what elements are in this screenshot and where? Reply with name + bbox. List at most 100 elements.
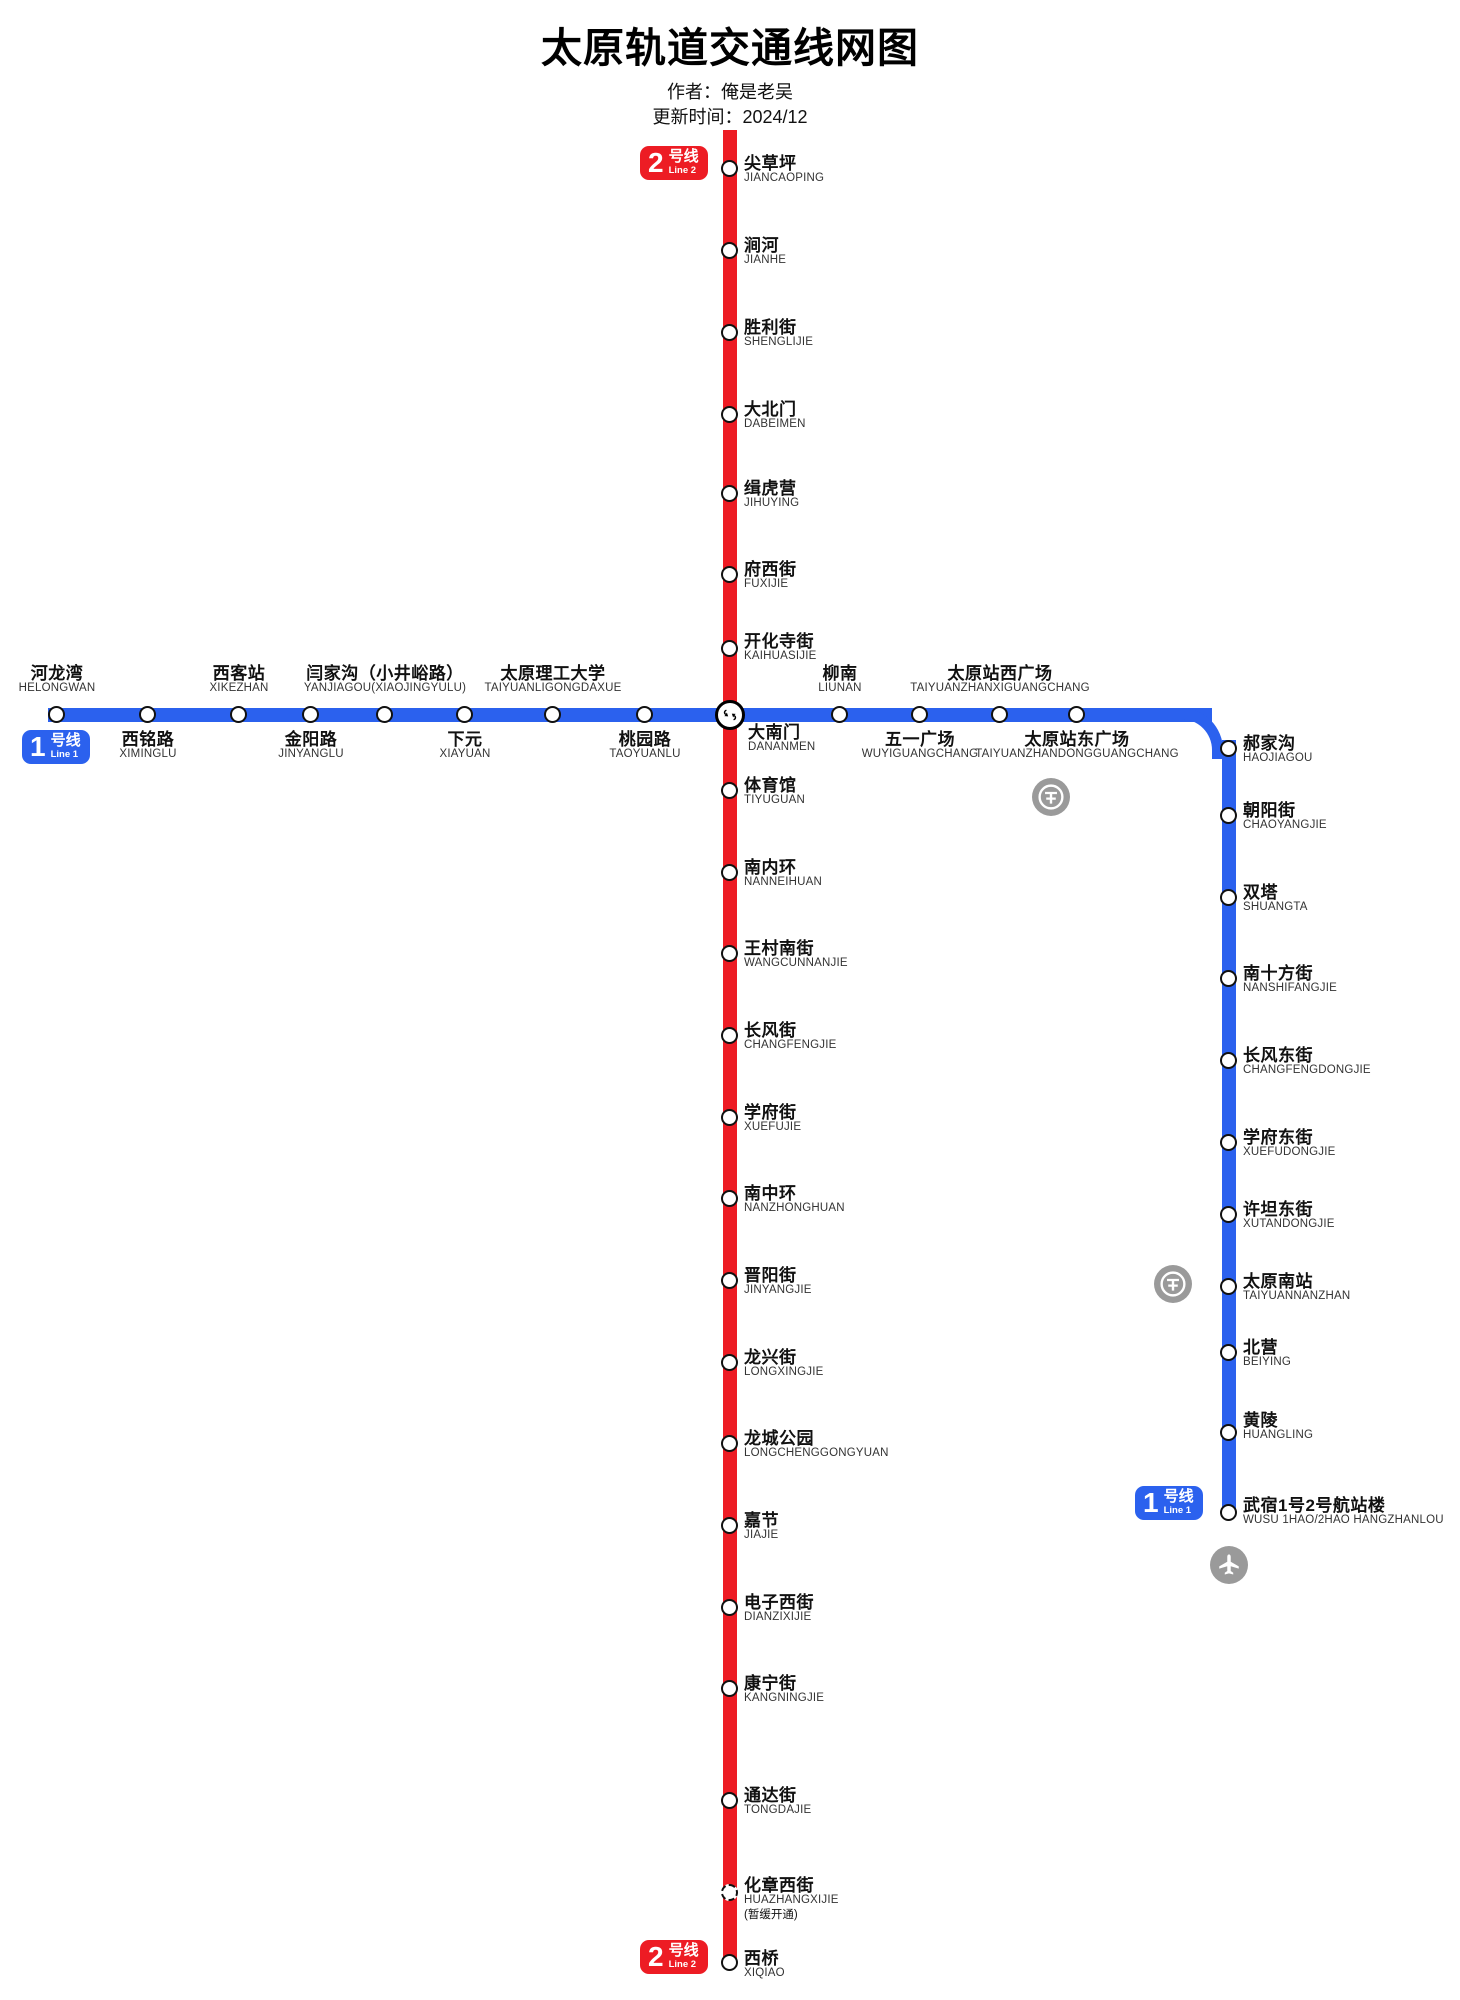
station-label-jinyanglu: 金阳路 JINYANGLU (278, 731, 344, 761)
station-name-cn: 体育馆 (744, 776, 797, 795)
station-name-cn: 朝阳街 (1243, 801, 1296, 820)
station-dot[interactable] (721, 1792, 738, 1809)
station-dot[interactable] (911, 706, 928, 723)
station-label-changfengdongjie: 长风东街 CHANGFENGDONGJIE (1243, 1047, 1371, 1077)
station-name-en: TAIYUANLIGONGDAXUE (484, 682, 622, 694)
station-label-jinyangjie: 晋阳街 JINYANGJIE (744, 1267, 812, 1297)
station-dot[interactable] (456, 706, 473, 723)
line2-badge-number-south: 2 (648, 1940, 664, 1972)
station-name-en: WUYIGUANGCHANG (861, 748, 979, 760)
line2-badge-cn-south: 号线 (668, 1942, 699, 1959)
station-dot[interactable] (721, 1954, 738, 1971)
station-dot[interactable] (721, 160, 738, 177)
station-dot[interactable] (721, 1599, 738, 1616)
station-name-cn: 金阳路 (284, 730, 338, 749)
station-name-en: XIAYUAN (439, 748, 491, 760)
station-dot[interactable] (1220, 807, 1237, 824)
station-label-helongwan: 河龙湾 HELONGWAN (19, 665, 96, 695)
station-dot[interactable] (721, 640, 738, 657)
station-label-wusu-terminal: 武宿1号2号航站楼 WUSU 1HAO/2HAO HANGZHANLOU (1243, 1497, 1444, 1527)
station-dot[interactable] (721, 242, 738, 259)
station-dot[interactable] (721, 1435, 738, 1452)
station-name-en: JIHUYING (744, 497, 800, 509)
station-dot[interactable] (721, 1190, 738, 1207)
station-dot[interactable] (376, 706, 393, 723)
station-name-en: XIQIAO (744, 1967, 785, 1979)
line1-badge-cn: 号线 (50, 732, 81, 749)
station-dot[interactable] (1220, 1504, 1237, 1521)
station-label-dabeimen: 大北门 DABEIMEN (744, 401, 806, 431)
station-name-en: NANZHONGHUAN (744, 1202, 845, 1214)
station-label-xiayuan: 下元 XIAYUAN (439, 731, 490, 761)
line1-badge-number: 1 (30, 730, 46, 762)
station-dot[interactable] (721, 1680, 738, 1697)
station-dot[interactable] (1220, 889, 1237, 906)
station-label-taiyuanzhandongguangchang: 太原站东广场 TAIYUANZHANDONGGUANGCHANG (975, 731, 1179, 761)
station-name-en: NANSHIFANGJIE (1243, 982, 1337, 994)
station-dot[interactable] (1220, 1424, 1237, 1441)
station-dot[interactable] (721, 1517, 738, 1534)
station-dot[interactable] (831, 706, 848, 723)
station-name-cn: 郝家沟 (1243, 734, 1296, 753)
station-name-en: SHUANGTA (1243, 901, 1308, 913)
station-label-huangling: 黄陵 HUANGLING (1243, 1412, 1313, 1442)
station-name-en: XUEFUJIE (744, 1121, 802, 1133)
station-dot[interactable] (1220, 1278, 1237, 1295)
station-dot[interactable] (1220, 740, 1237, 757)
station-dot[interactable] (230, 706, 247, 723)
station-name-en: LONGXINGJIE (744, 1366, 824, 1378)
station-name-cn: 武宿1号2号航站楼 (1243, 1496, 1386, 1515)
station-name-cn: 开化寺街 (744, 632, 814, 651)
station-dot[interactable] (721, 566, 738, 583)
station-dot[interactable] (544, 706, 561, 723)
station-dot[interactable] (636, 706, 653, 723)
station-dot[interactable] (1220, 1052, 1237, 1069)
station-dot[interactable] (1068, 706, 1085, 723)
station-dot[interactable] (721, 945, 738, 962)
station-dot[interactable] (1220, 970, 1237, 987)
station-dot[interactable] (1220, 1206, 1237, 1223)
station-label-wangcunnanjie: 王村南街 WANGCUNNANJIE (744, 940, 848, 970)
station-label-nanshifangjie: 南十方街 NANSHIFANGJIE (1243, 965, 1337, 995)
station-name-en: JINYANGJIE (744, 1284, 812, 1296)
station-name-cn: 胜利街 (744, 318, 797, 337)
line2-badge-number: 2 (648, 146, 664, 178)
line1-badge-cn-south: 号线 (1163, 1488, 1194, 1505)
line2-badge-south: 2 号线 Line 2 (640, 1940, 708, 1974)
interchange-icon[interactable] (715, 700, 745, 730)
station-name-cn: 桃园路 (618, 730, 672, 749)
station-name-cn: 太原站东广场 (1024, 730, 1130, 749)
station-dot[interactable] (48, 706, 65, 723)
station-dot[interactable] (721, 864, 738, 881)
station-label-xiqiao: 西桥 XIQIAO (744, 1950, 785, 1980)
station-dot[interactable] (1220, 1344, 1237, 1361)
station-name-cn: 西客站 (212, 664, 266, 683)
line2-track (723, 130, 737, 1540)
station-dot[interactable] (721, 485, 738, 502)
station-label-huazhangxijie: 化章西街 HUAZHANGXIJIE (暂缓开通) (744, 1877, 839, 1921)
station-dot[interactable] (302, 706, 319, 723)
station-name-en: KANGNINGJIE (744, 1692, 825, 1704)
station-dot-pending[interactable] (721, 1884, 738, 1901)
station-name-cn: 北营 (1243, 1338, 1278, 1357)
station-name-en: XUEFUDONGJIE (1243, 1146, 1336, 1158)
station-label-taiyuanzhanxiguangchang: 太原站西广场 TAIYUANZHANXIGUANGCHANG (910, 665, 1089, 695)
station-dot[interactable] (991, 706, 1008, 723)
line1-badge-en: Line 1 (50, 749, 79, 760)
station-dot[interactable] (721, 782, 738, 799)
station-dot[interactable] (721, 1354, 738, 1371)
station-label-kaihuasijie: 开化寺街 KAIHUASIJIE (744, 633, 817, 663)
station-dot[interactable] (721, 324, 738, 341)
station-dot[interactable] (721, 406, 738, 423)
station-dot[interactable] (139, 706, 156, 723)
station-label-liunan: 柳南 LIUNAN (818, 665, 861, 695)
station-dot[interactable] (1220, 1134, 1237, 1151)
station-label-shenglijie: 胜利街 SHENGLIJIE (744, 319, 813, 349)
station-label-jianhe: 涧河 JIANHE (744, 237, 786, 267)
station-dot[interactable] (721, 1027, 738, 1044)
station-dot[interactable] (721, 1109, 738, 1126)
station-dot[interactable] (721, 1272, 738, 1289)
station-name-en: JIANCAOPING (744, 172, 825, 184)
station-name-en: WUSU 1HAO/2HAO HANGZHANLOU (1243, 1514, 1444, 1526)
station-label-wuyiguangchang: 五一广场 WUYIGUANGCHANG (862, 731, 979, 761)
